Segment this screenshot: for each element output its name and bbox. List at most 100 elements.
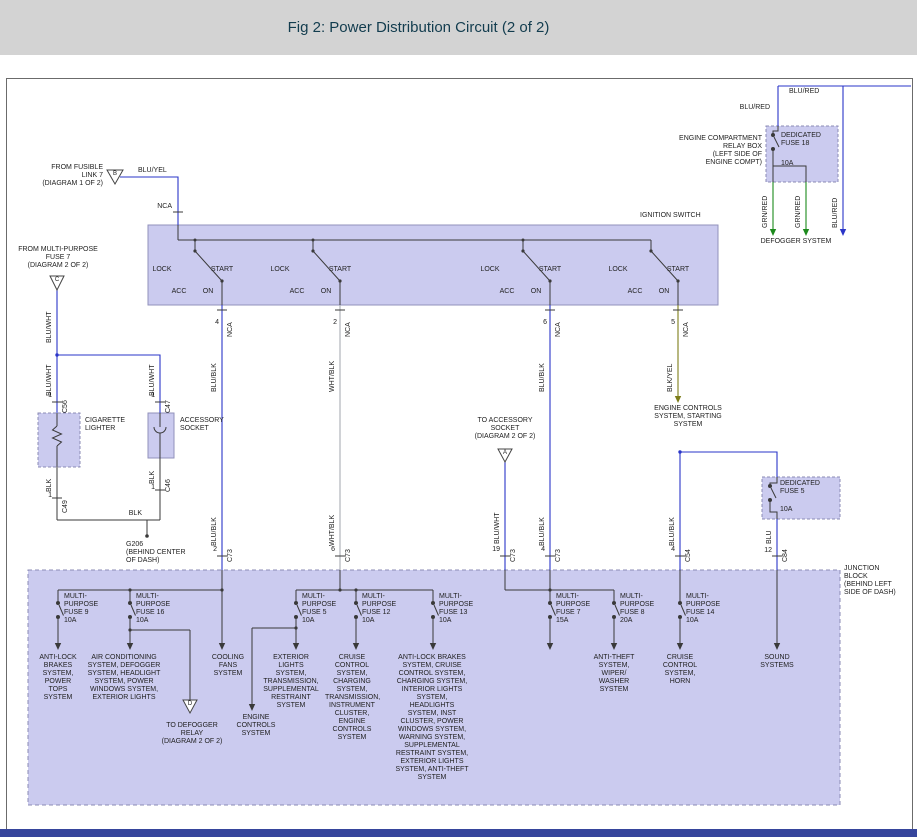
blue-wires <box>56 85 911 570</box>
connector-label: C56 <box>62 400 69 413</box>
nca-label: NCA <box>345 322 352 337</box>
wire-label-blu-red-top: BLU/RED <box>789 88 820 95</box>
connector-triangle-a <box>497 448 513 464</box>
blue-junction-dots <box>55 353 682 454</box>
fuse-label: MULTI- PURPOSE FUSE 8 20A <box>620 593 655 624</box>
fuse-label: MULTI- PURPOSE FUSE 16 10A <box>136 593 171 624</box>
pin-number: 1 <box>151 484 155 491</box>
engine-controls-system-label: ENGINE CONTROLS SYSTEM <box>236 714 276 737</box>
connector-letter-a: A <box>502 450 507 456</box>
bottom-accent-bar <box>0 829 917 837</box>
ground-label-g206: G206 (BEHIND CENTER OF DASH) <box>126 541 186 564</box>
system-label: CRUISE CONTROL SYSTEM, CHARGING SYSTEM, … <box>325 654 381 741</box>
wire-label-grn-red-1: GRN/RED <box>762 195 769 228</box>
ign-out-pin: 2 <box>333 319 337 326</box>
wire-color-label: BLU/BLK <box>211 517 218 546</box>
wire-color-label: BLK/YEL <box>667 363 674 392</box>
ign-pos-lock: LOCK <box>270 266 290 273</box>
wire-label-blu-red-feed: BLU/RED <box>739 104 770 111</box>
cigarette-lighter-box <box>37 412 81 468</box>
junction-dots <box>128 238 680 632</box>
title-bar: Fig 2: Power Distribution Circuit (2 of … <box>0 0 917 55</box>
pin-number: 2 <box>213 546 217 553</box>
fuse-label: MULTI- PURPOSE FUSE 7 15A <box>556 593 591 624</box>
wire-color-label: WHT/BLK <box>329 514 336 546</box>
ign-pos-start: START <box>210 266 234 273</box>
page-title: Fig 2: Power Distribution Circuit (2 of … <box>287 19 550 36</box>
fuse-label: MULTI- PURPOSE FUSE 9 10A <box>64 593 99 624</box>
system-label: COOLING FANS SYSTEM <box>211 654 245 677</box>
pin-number: 4 <box>671 546 675 553</box>
wire-color-label: WHT/BLK <box>329 360 336 392</box>
flow-arrows <box>54 229 847 711</box>
to-defogger-relay-label: TO DEFOGGER RELAY (DIAGRAM 2 OF 2) <box>161 722 223 745</box>
ign-pos-acc: ACC <box>289 288 305 295</box>
engine-controls-starting-label: ENGINE CONTROLS SYSTEM, STARTING SYSTEM <box>654 405 722 428</box>
wire-color-label: BLK <box>46 478 53 492</box>
connector-label: C47 <box>165 400 172 413</box>
wire-color-label: BLU/BLK <box>211 363 218 392</box>
pin-number: 19 <box>492 546 500 553</box>
ign-pos-start: START <box>328 266 352 273</box>
connector-label: C73 <box>555 549 562 562</box>
connector-letter-d: D <box>187 701 193 707</box>
connector-letter-b: B <box>112 171 117 177</box>
wire-color-label: BLU/WHT <box>46 364 53 397</box>
to-accessory-socket-label: TO ACCESSORY SOCKET (DIAGRAM 2 OF 2) <box>474 417 536 440</box>
system-label: SOUND SYSTEMS <box>760 654 794 669</box>
fuse5-label: DEDICATED FUSE 5 <box>780 480 820 495</box>
ignition-switch-label: IGNITION SWITCH <box>640 212 701 219</box>
system-label: CRUISE CONTROL SYSTEM, HORN <box>662 654 698 685</box>
connector-letter-c: C <box>54 277 60 283</box>
connector-label: C49 <box>62 500 69 513</box>
ign-pos-start: START <box>538 266 562 273</box>
connector-triangle-d <box>182 699 198 715</box>
fusible-link-source-label: FROM FUSIBLE LINK 7 (DIAGRAM 1 OF 2) <box>42 164 103 187</box>
ign-pos-lock: LOCK <box>480 266 500 273</box>
ign-out-pin: 4 <box>215 319 219 326</box>
connector-label: C84 <box>782 549 789 562</box>
wire-color-label: BLU/BLK <box>669 517 676 546</box>
wire-color-label: BLU <box>766 530 773 544</box>
fuse18-label: DEDICATED FUSE 18 <box>781 132 821 147</box>
system-label: ANTI-THEFT SYSTEM, WIPER/ WASHER SYSTEM <box>593 654 635 693</box>
wire-color-label: BLU/WHT <box>46 311 53 344</box>
offpage-triangles <box>49 169 513 715</box>
wire-color-label: BLK <box>149 470 156 484</box>
accessory-socket-box <box>147 412 175 459</box>
ign-pos-start: START <box>666 266 690 273</box>
fuse-label: MULTI- PURPOSE FUSE 13 10A <box>439 593 474 624</box>
grn-red-wires <box>772 182 807 229</box>
pin-number: 1 <box>151 392 155 399</box>
ign-out-pin: 5 <box>671 319 675 326</box>
connector-label: C73 <box>345 549 352 562</box>
system-label: ANTI-LOCK BRAKES SYSTEM, POWER TOPS SYST… <box>39 654 77 701</box>
wire-label-blu-red-out: BLU/RED <box>832 197 839 228</box>
accessory-socket-label: ACCESSORY SOCKET <box>180 417 224 432</box>
component-boxes <box>27 125 841 806</box>
system-label: ANTI-LOCK BRAKES SYSTEM, CRUISE CONTROL … <box>395 654 469 781</box>
ign-pos-lock: LOCK <box>152 266 172 273</box>
system-label: AIR CONDITIONING SYSTEM, DEFOGGER SYSTEM… <box>87 654 161 701</box>
fuse7-source-label: FROM MULTI-PURPOSE FUSE 7 (DIAGRAM 2 OF … <box>18 246 98 269</box>
relay-box-label: ENGINE COMPARTMENT RELAY BOX (LEFT SIDE … <box>679 135 762 166</box>
ign-pos-lock: LOCK <box>608 266 628 273</box>
connector-label: C46 <box>165 479 172 492</box>
wire-color-label: BLK <box>128 510 142 517</box>
nca-label: NCA <box>555 322 562 337</box>
connector-label: C73 <box>510 549 517 562</box>
wire-color-label: BLU/WHT <box>149 364 156 397</box>
pin-number: 4 <box>541 546 545 553</box>
nca-feed-label: NCA <box>157 203 172 210</box>
pin-number: 6 <box>331 546 335 553</box>
nca-label: NCA <box>227 322 234 337</box>
ign-pos-acc: ACC <box>627 288 643 295</box>
fuse-symbols <box>56 133 775 619</box>
ign-pos-on: ON <box>658 288 670 295</box>
system-label: EXTERIOR LIGHTS SYSTEM, TRANSMISSION, SU… <box>263 654 319 709</box>
wire-color-label: BLU/WHT <box>494 512 501 545</box>
connector-triangle-b <box>106 169 124 186</box>
junction-block-label: JUNCTION BLOCK (BEHIND LEFT SIDE OF DASH… <box>844 565 896 596</box>
internal-wiring <box>51 126 807 704</box>
